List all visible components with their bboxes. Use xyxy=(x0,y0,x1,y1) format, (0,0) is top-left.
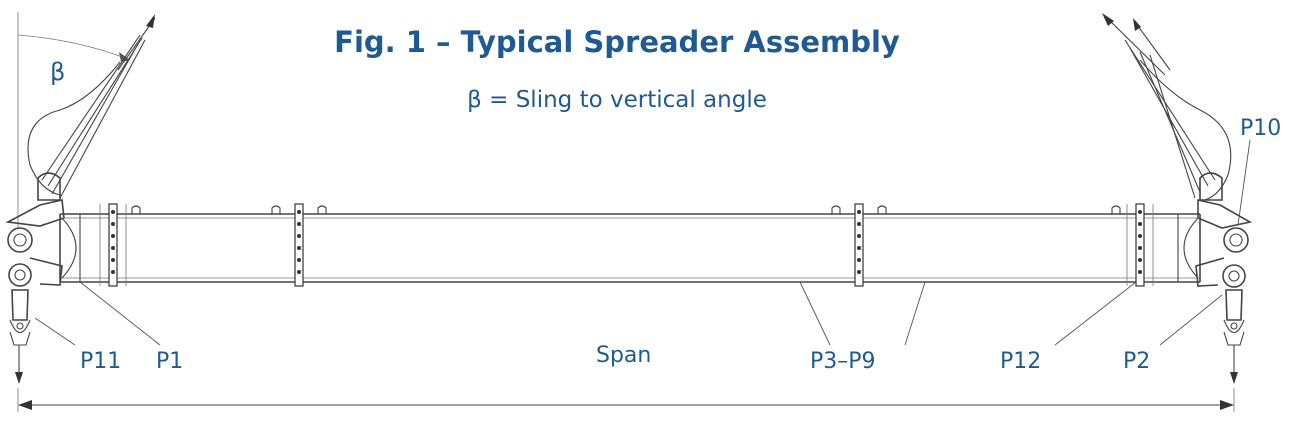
right-sling-arrowhead-2 xyxy=(1133,18,1141,31)
leader-p3-p9-a xyxy=(799,281,831,346)
left-sling-arrowhead xyxy=(146,14,155,28)
flange-right-end xyxy=(1126,203,1154,287)
leader-p2 xyxy=(1159,294,1223,346)
label-p12: P12 xyxy=(1000,349,1041,374)
label-p1: P1 xyxy=(156,349,183,374)
figure-subtitle: β = Sling to vertical angle xyxy=(467,87,767,113)
label-p2: P2 xyxy=(1123,349,1150,374)
span-arrowhead-right xyxy=(1220,400,1234,410)
left-end-fitting xyxy=(5,172,65,346)
label-p3-p9: P3–P9 xyxy=(810,349,876,374)
flange-left-mid xyxy=(294,203,304,287)
beta-angle-arc xyxy=(17,34,131,61)
leader-p3-p9-b xyxy=(904,281,926,346)
leader-p1 xyxy=(79,281,161,346)
spreader-beam xyxy=(59,213,1201,283)
left-sling xyxy=(27,34,146,199)
leader-p11 xyxy=(34,317,76,346)
leader-p10 xyxy=(1237,139,1251,226)
right-load-arrowhead xyxy=(1230,372,1238,384)
top-lugs xyxy=(131,205,1121,214)
flange-left-end xyxy=(99,203,127,287)
right-sling xyxy=(1124,39,1232,201)
right-sling-arrowhead xyxy=(1102,13,1114,26)
label-p10: P10 xyxy=(1240,116,1281,141)
right-sling-direction-line-2 xyxy=(1134,21,1171,71)
right-end-fitting xyxy=(1195,172,1253,346)
span-arrowhead-left xyxy=(18,400,32,410)
beta-label: β xyxy=(50,58,65,86)
flange-right-mid xyxy=(854,203,864,287)
right-sling-direction-line xyxy=(1104,15,1166,76)
label-span: Span xyxy=(596,343,651,368)
left-load-arrowhead xyxy=(15,372,23,384)
leader-p12 xyxy=(1054,281,1137,346)
flange-bolts xyxy=(111,210,1142,274)
label-p11: P11 xyxy=(80,349,121,374)
figure-title: Fig. 1 – Typical Spreader Assembly xyxy=(334,25,900,59)
